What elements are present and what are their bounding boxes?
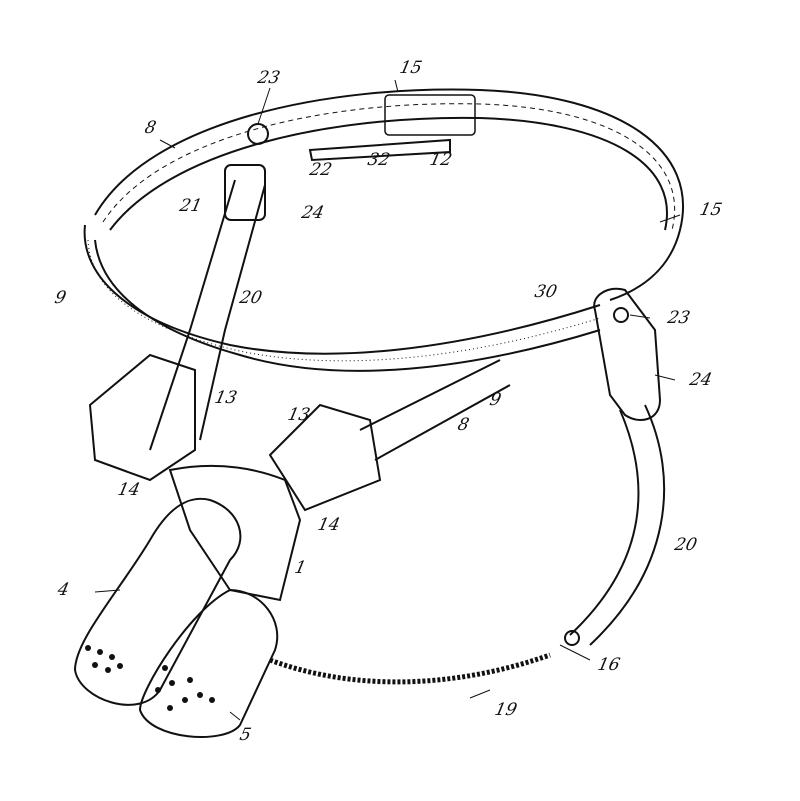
body-1 (168, 464, 302, 602)
belt-stitching (102, 103, 676, 231)
ref-label: 16 (595, 655, 622, 675)
back-strap (149, 179, 266, 451)
perforations (85, 645, 215, 711)
ref-label: 22 (307, 160, 334, 180)
side-strap-20 (569, 404, 666, 646)
belt-hatching (87, 239, 601, 362)
ref-label: 15 (697, 200, 724, 220)
rivet-23 (247, 123, 269, 145)
tube-5 (138, 588, 279, 738)
ref-label: 14 (315, 515, 342, 535)
ref-label: 12 (427, 150, 454, 170)
buckle-22 (224, 164, 266, 221)
ref-label: 14 (115, 480, 142, 500)
ref-label: 21 (177, 196, 204, 216)
tube-4 (73, 497, 242, 706)
ref-label: 24 (687, 370, 714, 390)
rivet-16 (564, 630, 580, 646)
ref-label: 15 (397, 58, 424, 78)
cord-19 (269, 652, 551, 685)
ref-label: 20 (672, 535, 699, 555)
ref-label: 23 (665, 308, 692, 328)
rivet-23b (613, 307, 629, 323)
plate-13-left (88, 353, 196, 482)
ref-label: 32 (365, 150, 392, 170)
ref-label: 13 (285, 405, 312, 425)
ref-label: 13 (212, 388, 239, 408)
upper-belt (94, 88, 685, 301)
side-plate-24 (593, 287, 662, 421)
tab-32 (308, 138, 451, 162)
ref-label: 23 (255, 68, 282, 88)
ref-label: 30 (532, 282, 559, 302)
ref-label: 24 (299, 203, 326, 223)
plate-13-right (268, 403, 382, 512)
strap-8-lower (359, 359, 511, 461)
lower-belt-inner-edge (94, 239, 601, 372)
ref-label: 20 (237, 288, 264, 308)
ref-label: 19 (492, 700, 519, 720)
belt-loop (384, 94, 476, 136)
upper-belt-inner-edge (109, 116, 668, 231)
leader-lines (94, 79, 681, 721)
lower-belt (83, 224, 601, 355)
